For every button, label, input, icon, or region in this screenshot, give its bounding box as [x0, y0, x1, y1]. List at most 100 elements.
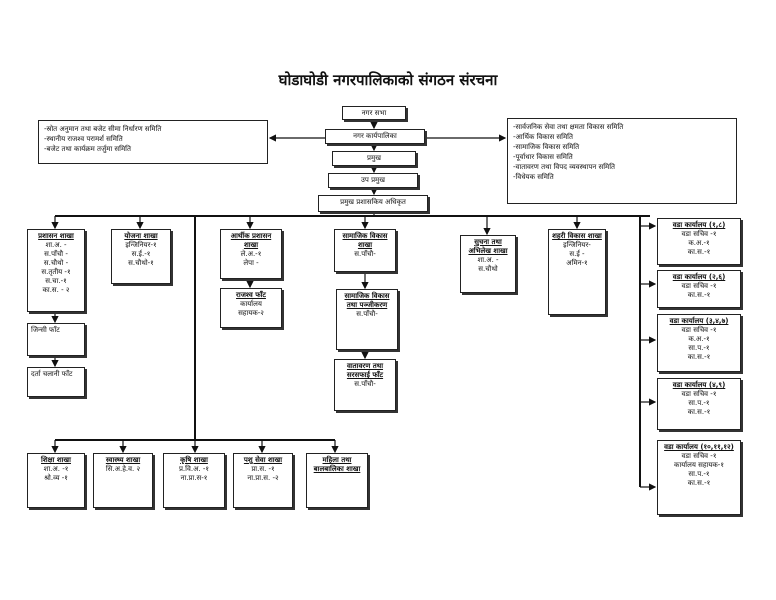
ward-head: वडा कार्यालय (४,९) [672, 381, 726, 389]
karyapalika-label: नगर कार्यपालिका [353, 132, 397, 140]
ward-line: सा.प.-१ [688, 344, 710, 352]
section-line: स.चौथो - [43, 259, 69, 267]
nagar-sabha-box: नगर सभा [342, 106, 406, 120]
section-line: लेपा - [243, 259, 259, 267]
page-title: घोडाघोडी नगरपालिकाको संगठन संरचना [278, 71, 498, 89]
section-line: सि.अ.हे.व. २ [105, 465, 141, 473]
section-head: वातावरण तथा सरसफाई फाँट [346, 362, 384, 379]
section-head: पशु सेवा शाखा [243, 456, 283, 464]
section-line: शा.अ. - [45, 241, 67, 249]
ward-line: का.स.-१ [687, 479, 711, 487]
swasthya-section: स्वास्थ्य शाखा सि.अ.हे.व. २ [93, 453, 153, 508]
section-line: शा.अ. - [477, 256, 499, 264]
ward-line: वडा सचिव -१ [681, 326, 717, 334]
section-line: स.ई.-१ [131, 250, 151, 258]
section-head: कृषि शाखा [180, 456, 208, 464]
ward-office-1: वडा कार्यालय (१,८) वडा सचिव -१ क.अ.-१ का… [657, 218, 741, 265]
section-line: ना.प्रा.स. -२ [247, 474, 279, 482]
section-head: प्रशासन शाखा [38, 232, 74, 240]
section-head: सामाजिक विकास शाखा [342, 232, 388, 249]
jinsi-section: जिन्सी फाँट [27, 323, 85, 356]
section-line: स.चा.-१ [45, 277, 67, 285]
ward-head: वडा कार्यालय (३,४,७) [669, 317, 729, 325]
ward-line: वडा सचिव -१ [681, 282, 717, 290]
section-head: राजश्व फाँट [236, 291, 266, 299]
ward-office-4: वडा कार्यालय (४,९) वडा सचिव -१ सा.प.-१ क… [657, 378, 741, 430]
section-line: कार्यालय [240, 300, 262, 308]
committee-item: -आर्थिक विकास समिति [513, 133, 573, 141]
ward-head: वडा कार्यालय (२,६) [672, 273, 726, 281]
section-head: दर्ता चलानी फाँट [31, 370, 73, 378]
left-committees-box: -स्रोत अनुमान तथा बजेट सीमा निर्धारण समि… [38, 120, 268, 164]
nagar-sabha-label: नगर सभा [361, 109, 387, 117]
committee-item: -सार्वजनिक सेवा तथा क्षमता विकास समिति [513, 123, 624, 131]
section-line: स.चौथो [478, 265, 498, 273]
upa-pramukh-box: उप प्रमुख [328, 173, 418, 188]
arthik-section: आर्थीक प्रशासन शाखा ले.अ.-१ लेपा - [220, 229, 282, 279]
section-line: स.पाँचौ- [354, 250, 376, 258]
upa-pramukh-label: उप प्रमुख [361, 176, 385, 184]
yojana-section: योजना शाखा इन्जिनियर-१ स.ई.-१ स.चौथो-१ [111, 229, 171, 284]
samajik-section: सामाजिक विकास शाखा स.पाँचौ- [334, 229, 396, 272]
ward-line: का.स.-१ [687, 291, 711, 299]
committee-item: -स्थानीय राजश्व परामर्श समिति [44, 135, 123, 143]
committee-item: -बजेट तथा कार्यक्रम तर्जुमा समिति [44, 145, 131, 153]
shiksha-section: शिक्षा शाखा शा.अ. -१ श्रो.व्य -१ [27, 453, 85, 508]
suchana-section: सुचना तथा अभिलेख शाखा शा.अ. - स.चौथो [460, 235, 516, 293]
section-line: स.चौथो-१ [128, 259, 154, 267]
committee-item: -स्रोत अनुमान तथा बजेट सीमा निर्धारण समि… [44, 125, 162, 133]
ward-line: सा.प.-१ [688, 399, 710, 407]
committee-item: -पूर्वाधार विकास समिति [513, 153, 573, 161]
right-committees-box: -सार्वजनिक सेवा तथा क्षमता विकास समिति -… [507, 118, 737, 204]
section-line: इन्जिनियर- [563, 241, 591, 249]
mahila-section: महिला तथा बालबालिका शाखा [306, 453, 368, 508]
ward-head: वडा कार्यालय (१,८) [672, 221, 726, 229]
section-head: महिला तथा बालबालिका शाखा [313, 456, 361, 473]
vatavaran-section: वातावरण तथा सरसफाई फाँट स.पाँचौ- [334, 359, 396, 411]
section-head: सुचना तथा अभिलेख शाखा [468, 238, 508, 255]
section-head: शिक्षा शाखा [41, 456, 71, 464]
ward-line: क.अ.-१ [688, 239, 710, 247]
shahari-section: शहरी विकास शाखा इन्जिनियर- स.ई - अमिन-१ [548, 229, 606, 315]
section-line: स.ई - [569, 250, 585, 258]
pashu-section: पशु सेवा शाखा प्रा.स. -१ ना.प्रा.स. -२ [233, 453, 293, 508]
cao-box: प्रमुख प्रशासकिय अधिकृत [318, 195, 428, 212]
ward-office-5: वडा कार्यालय (१०,११,१२) वडा सचिव -१ कार्… [657, 440, 741, 515]
section-line: सहायक-२ [238, 309, 264, 317]
ward-line: क.अ.-१ [688, 335, 710, 343]
section-line: शा.अ. -१ [43, 465, 69, 473]
samajik2-section: सामाजिक विकास तथा पञ्जीकरण स.पाँचौ- [336, 289, 398, 350]
karyapalika-box: नगर कार्यपालिका [325, 129, 425, 144]
krishi-section: कृषि शाखा प्र.वि.अ. -१ ना.प्रा.स-१ [163, 453, 225, 508]
ward-line: वडा सचिव -१ [681, 452, 717, 460]
rajaswa-section: राजश्व फाँट कार्यालय सहायक-२ [220, 288, 282, 328]
pramukh-box: प्रमुख [332, 151, 416, 166]
ward-line: वडा सचिव -१ [681, 390, 717, 398]
ward-office-3: वडा कार्यालय (३,४,७) वडा सचिव -१ क.अ.-१ … [657, 314, 741, 372]
section-head: शहरी विकास शाखा [552, 232, 602, 240]
section-line: इन्जिनियर-१ [125, 241, 157, 249]
section-line: स.तृतीय -१ [41, 268, 71, 276]
darta-section: दर्ता चलानी फाँट [27, 367, 85, 397]
section-line: प्रा.स. -१ [251, 465, 275, 473]
ward-head: वडा कार्यालय (१०,११,१२) [664, 443, 734, 451]
ward-line: का.स.-१ [687, 408, 711, 416]
section-head: आर्थीक प्रशासन शाखा [230, 232, 272, 249]
pramukh-label: प्रमुख [367, 154, 381, 162]
section-line: स.पाँचौ- [354, 380, 376, 388]
ward-line: सा.प.-१ [688, 470, 710, 478]
section-line: प्र.वि.अ. -१ [178, 465, 210, 473]
section-line: स.पाँचौ - [44, 250, 68, 258]
section-line: का.स. - २ [42, 286, 70, 294]
ward-office-2: वडा कार्यालय (२,६) वडा सचिव -१ का.स.-१ [657, 270, 741, 308]
section-line: ले.अ.-१ [240, 250, 262, 258]
section-head: जिन्सी फाँट [31, 326, 60, 334]
section-head: सामाजिक विकास तथा पञ्जीकरण [344, 292, 390, 309]
section-head: स्वास्थ्य शाखा [105, 456, 141, 464]
section-line: श्रो.व्य -१ [44, 474, 68, 482]
prashasan-section: प्रशासन शाखा शा.अ. - स.पाँचौ - स.चौथो - … [27, 229, 85, 312]
committee-item: -वातावरण तथा विपद व्यवस्थापन समिति [513, 163, 616, 171]
ward-line: कार्यालय सहायक-१ [674, 461, 724, 469]
cao-label: प्रमुख प्रशासकिय अधिकृत [340, 198, 406, 206]
